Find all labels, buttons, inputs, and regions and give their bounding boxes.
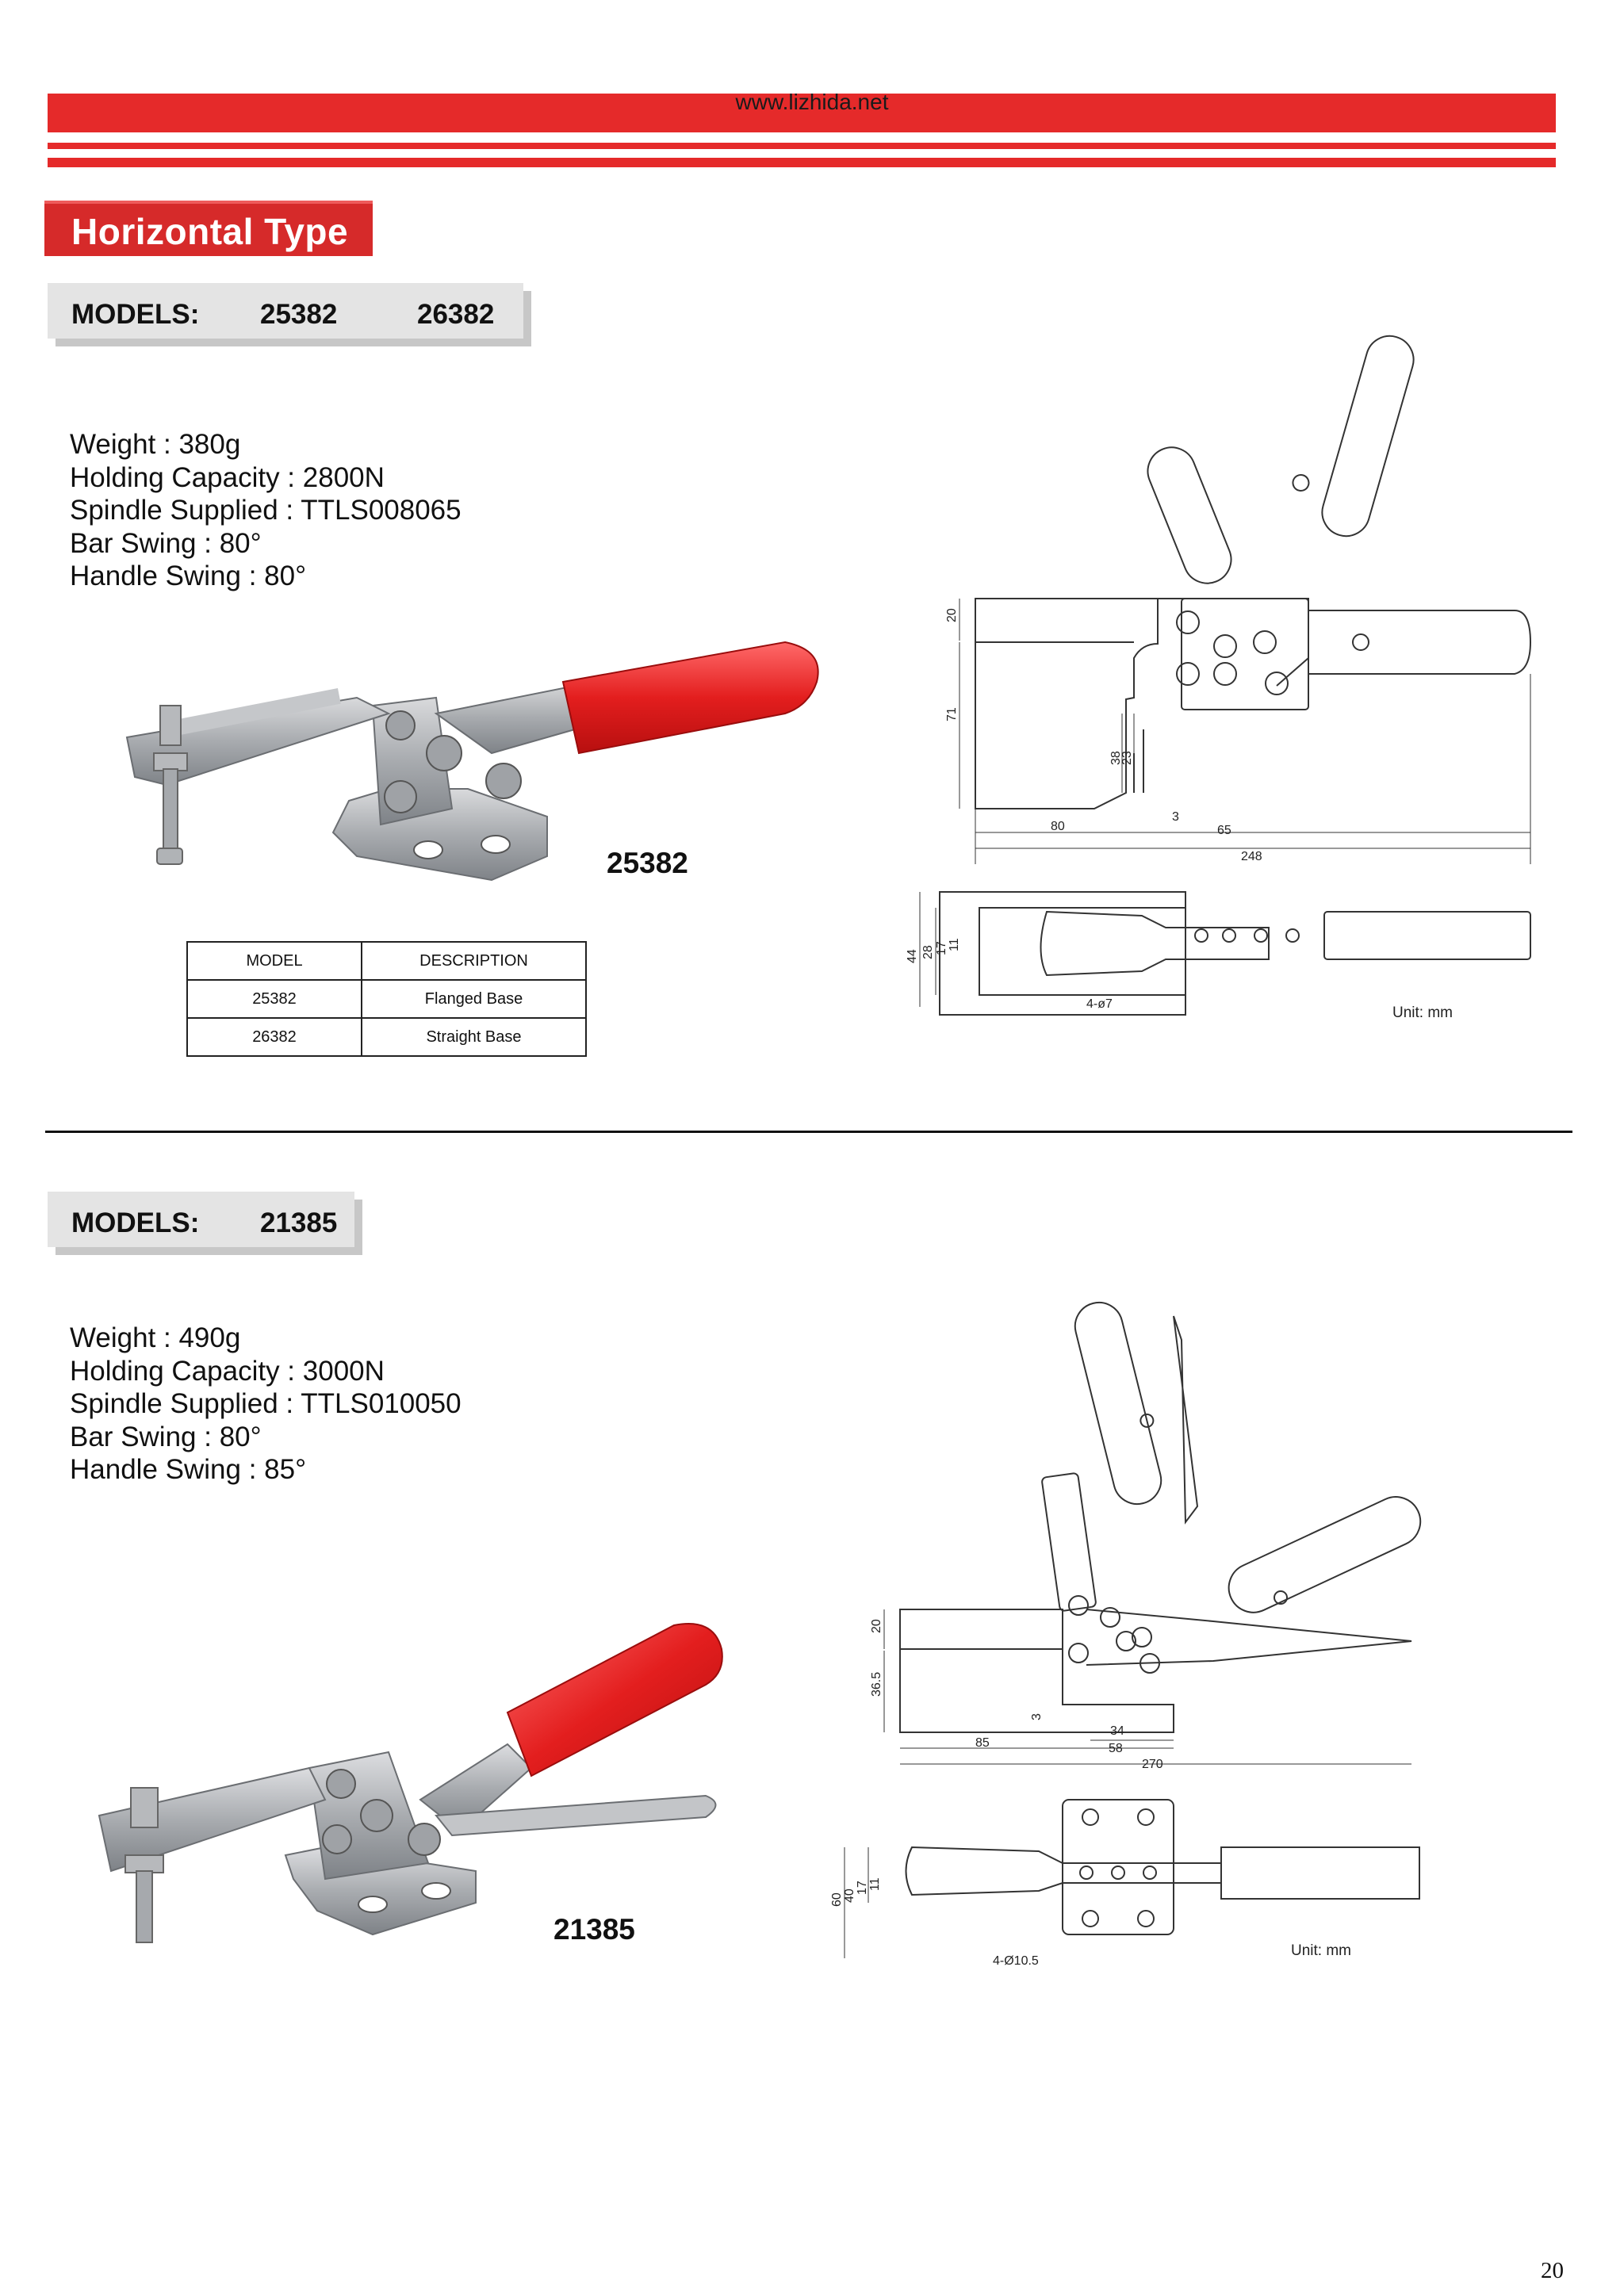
table-header-row: MODEL DESCRIPTION [186,941,587,981]
clamp-photo-25382 [125,641,819,882]
header-bar-main [48,94,1556,132]
dim-label: 85 [975,1736,990,1750]
dim-label: 11 [868,1877,882,1891]
spec-list: Weight : 380g Holding Capacity : 2800N S… [70,428,462,593]
section-divider [45,1131,1572,1133]
dim-label: 60 [830,1892,844,1907]
spec-handle-swing: Handle Swing : 85° [70,1454,307,1485]
spec-bar-swing: Bar Swing : 80° [70,1421,262,1452]
header-bar-stripe [48,158,1556,167]
dim-label: 40 [843,1888,856,1903]
model-number: 21385 [260,1207,338,1238]
spec-handle-swing: Handle Swing : 80° [70,561,307,591]
spec-list: Weight : 490g Holding Capacity : 3000N S… [70,1322,462,1487]
unit-label: Unit: mm [1392,1004,1453,1021]
table-header-description: DESCRIPTION [361,941,587,981]
dim-label: 17 [935,941,948,955]
models-label: MODELS: [71,1207,200,1238]
spec-weight: Weight : 380g [70,429,241,460]
spec-holding-capacity: Holding Capacity : 3000N [70,1355,385,1387]
section-title: Horizontal Type [71,211,349,252]
dim-label: 248 [1241,850,1262,863]
models-label: MODELS: [71,299,200,330]
spec-weight: Weight : 490g [70,1322,241,1353]
technical-drawing-25382: 20 71 38 23 3 80 65 248 44 28 17 11 4-ø7 [906,335,1532,1016]
model-number: 26382 [417,299,495,330]
dim-label: 3 [1030,1713,1044,1720]
spec-spindle: Spindle Supplied : TTLS008065 [70,495,462,526]
dim-label: 4-Ø10.5 [993,1954,1039,1968]
models-box: MODELS: 21385 [48,1192,354,1247]
page-number: 20 [1541,2258,1564,2283]
unit-label: Unit: mm [1291,1942,1351,1959]
dim-label: 58 [1109,1742,1123,1755]
table-cell: Flanged Base [361,979,587,1019]
spec-spindle: Spindle Supplied : TTLS010050 [70,1388,462,1419]
dim-label: 23 [1120,751,1134,765]
table-row: 25382 Flanged Base [186,979,587,1019]
clamp-photo-21385 [98,1623,723,1943]
technical-drawing-21385: 20 36.5 3 34 58 85 270 60 40 17 11 4-Ø10… [830,1301,1422,1968]
spec-bar-swing: Bar Swing : 80° [70,527,262,559]
dim-label: 80 [1051,820,1065,833]
section-title-badge: Horizontal Type [44,201,373,256]
dim-label: 3 [1172,810,1179,824]
dim-label: 36.5 [870,1672,883,1697]
dim-label: 11 [948,938,961,951]
model-number: 25382 [260,299,338,330]
dim-label: 4-ø7 [1086,997,1113,1011]
spec-holding-capacity: Holding Capacity : 2800N [70,461,385,493]
model-description-table: MODEL DESCRIPTION 25382 Flanged Base 263… [186,941,587,1057]
table-cell: 26382 [186,1017,362,1057]
header-bar-stripe [48,143,1556,149]
table-row: 26382 Straight Base [186,1017,587,1057]
photo-label: 21385 [553,1913,635,1946]
table-cell: Straight Base [361,1017,587,1057]
table-cell: 25382 [186,979,362,1019]
table-header-model: MODEL [186,941,362,981]
dim-label: 71 [945,707,959,721]
dim-label: 20 [870,1619,883,1633]
dim-label: 270 [1142,1758,1163,1771]
dim-label: 44 [906,949,919,963]
photo-label: 25382 [607,847,688,879]
dim-label: 65 [1217,824,1231,837]
dim-label: 34 [1110,1724,1124,1738]
dim-label: 20 [945,608,959,622]
dim-label: 17 [856,1881,869,1895]
header-url: www.lizhida.net [735,90,889,114]
dim-label: 28 [921,945,935,959]
dim-label: 38 [1109,751,1123,765]
models-box: MODELS: 25382 26382 [48,283,523,339]
